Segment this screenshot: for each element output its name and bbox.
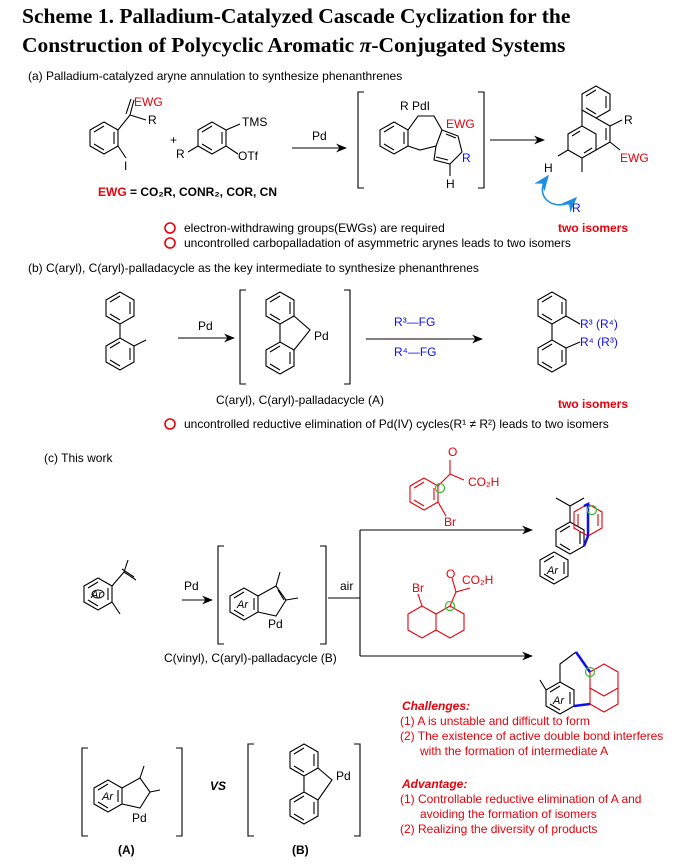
c-advantage-2: (2) Realizing the diversity of products: [400, 822, 597, 836]
highlight-marks: [91, 174, 598, 708]
c-co2h-upper: CO₂H: [468, 475, 499, 489]
c-pd-bottom-b: Pd: [336, 769, 351, 783]
b-caption: C(aryl), C(aryl)-palladacycle (A): [216, 393, 384, 407]
title-line-2-suffix: -Conjugated Systems: [371, 33, 566, 57]
section-c-heading: (c) This work: [44, 451, 113, 465]
c-advantage-1a: (1) Controllable reductive elimination o…: [400, 792, 641, 806]
c-ar-bottom-a: Ar: [101, 791, 114, 803]
c-advantage-title: Advantage:: [401, 777, 467, 791]
a-ewg-definition: EWG = CO₂R, CONR₂, COR, CN: [98, 185, 277, 199]
c-advantage-1b: avoiding the formation of isomers: [420, 807, 597, 821]
b-pd-cycle: Pd: [314, 329, 329, 343]
c-pd-bottom-a: Pd: [132, 811, 147, 825]
title-line-2-prefix: Construction of Polycyclic Aromatic: [22, 33, 360, 57]
a-note-2: uncontrolled carbopalladation of asymmet…: [184, 236, 571, 250]
section-a-heading: (a) Palladium-catalyzed aryne annulation…: [28, 69, 402, 83]
a-pd-label: Pd: [312, 129, 327, 143]
b-pd-label: Pd: [198, 319, 213, 333]
c-label-b: (B): [292, 843, 309, 857]
c-challenge-1: (1) A is unstable and difficult to form: [400, 714, 590, 728]
a-otf-label: OTf: [238, 149, 259, 163]
title-line-1: Scheme 1. Palladium-Catalyzed Cascade Cy…: [22, 4, 571, 28]
c-br-upper: Br: [444, 515, 456, 529]
c-air-label: air: [340, 579, 353, 593]
a-two-isomers: two isomers: [558, 221, 628, 235]
a-ewg-intermediate: EWG: [446, 117, 475, 131]
a-plus: +: [170, 133, 177, 147]
a-note-1: electron-withdrawing groups(EWGs) are re…: [184, 221, 445, 235]
c-pd-cycle: Pd: [268, 617, 283, 631]
c-challenge-2a: (2) The existence of active double bond …: [400, 729, 663, 743]
c-o-lower: O: [446, 567, 455, 581]
c-label-a: (A): [118, 843, 135, 857]
c-ar-lower-product: Ar: [552, 695, 565, 707]
c-ar-start: Ar: [90, 589, 103, 601]
a-r1-intermediate: R: [462, 151, 471, 165]
c-ar-upper-product: Ar: [546, 565, 559, 577]
c-vs: VS: [210, 779, 226, 793]
c-challenge-2b: with the formation of intermediate A: [419, 744, 608, 758]
c-br-lower: Br: [412, 581, 424, 595]
scheme-title: Scheme 1. Palladium-Catalyzed Cascade Cy…: [22, 2, 672, 60]
a-r1-label: R: [176, 147, 185, 161]
red-reagent-lines: [407, 460, 619, 713]
b-two-isomers: two isomers: [558, 397, 628, 411]
c-caption: C(vinyl), C(aryl)-palladacycle (B): [164, 651, 337, 665]
a-r-product: R: [624, 113, 633, 127]
a-r-label: R: [148, 113, 157, 127]
title-pi: π: [359, 33, 372, 57]
a-i-label: I: [124, 159, 127, 173]
b-r3r4: R³ (R⁴): [580, 317, 618, 331]
a-ewg-product: EWG: [620, 151, 649, 165]
c-pd-arrow-label: Pd: [184, 579, 199, 593]
b-fg-1: R³—FG: [394, 315, 435, 329]
b-fg-2: R⁴—FG: [394, 345, 437, 359]
structure-lines: [81, 85, 623, 837]
a-h-intermediate: H: [446, 177, 455, 191]
c-o-upper: O: [448, 445, 457, 459]
a-h-product: H: [544, 161, 553, 175]
b-note: uncontrolled reductive elimination of Pd…: [184, 417, 609, 431]
a-ewg-label: EWG: [134, 95, 163, 109]
a-r1-product: R: [572, 201, 581, 215]
c-ar-pallad: Ar: [236, 599, 249, 611]
c-co2h-lower: CO₂H: [462, 573, 493, 587]
c-challenges-title: Challenges:: [402, 699, 470, 713]
section-b-heading: (b) C(aryl), C(aryl)-palladacycle as the…: [28, 261, 479, 275]
b-r4r3: R⁴ (R³): [580, 335, 618, 349]
a-tms-label: TMS: [242, 115, 267, 129]
a-pdi-label: R PdI: [400, 99, 430, 113]
